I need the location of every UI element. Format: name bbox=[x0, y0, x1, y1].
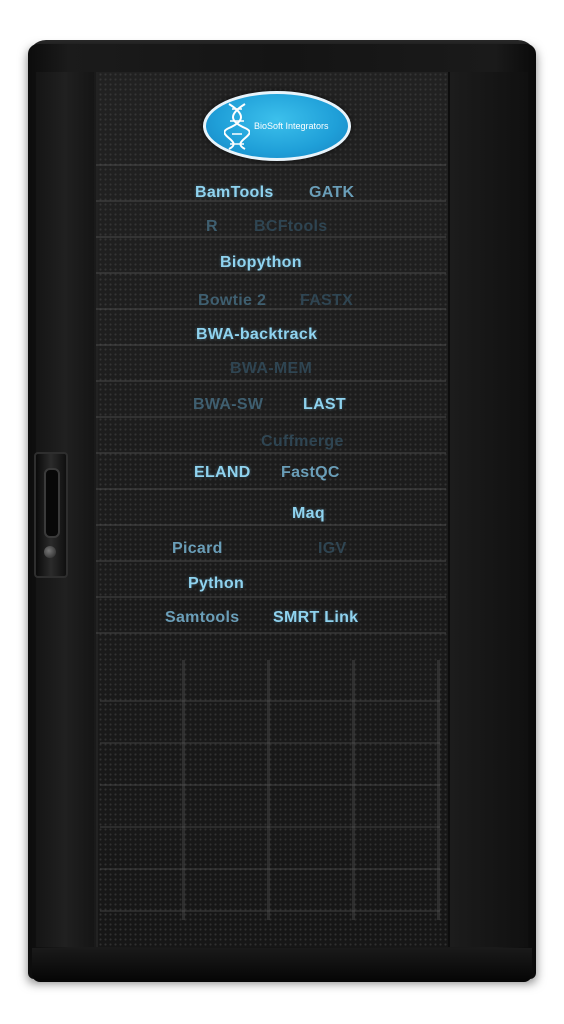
tool-label: Maq bbox=[292, 505, 325, 522]
tool-label: BamTools bbox=[195, 184, 274, 201]
tool-label: BCFtools bbox=[254, 218, 328, 235]
dna-helix-icon bbox=[224, 103, 250, 150]
cabinet-right-frame bbox=[450, 72, 528, 947]
tool-label: IGV bbox=[318, 540, 347, 557]
handle-grip bbox=[44, 468, 60, 538]
tool-label: Picard bbox=[172, 540, 223, 557]
tool-label: SMRT Link bbox=[273, 609, 359, 626]
tool-label: GATK bbox=[309, 184, 355, 201]
tool-label: BWA-SW bbox=[193, 396, 264, 413]
tool-label: Samtools bbox=[165, 609, 240, 626]
door-handle[interactable] bbox=[34, 452, 68, 578]
tool-label: Bowtie 2 bbox=[198, 292, 267, 309]
tool-label: Biopython bbox=[220, 254, 302, 271]
tool-label: LAST bbox=[303, 396, 346, 413]
tool-label: BWA-MEM bbox=[230, 360, 313, 377]
tool-label: Cuffmerge bbox=[261, 433, 344, 450]
logo-text: BioSoft Integrators bbox=[254, 121, 329, 131]
lock-icon bbox=[44, 546, 56, 558]
biosoft-logo: BioSoft Integrators bbox=[203, 91, 351, 161]
tool-label: FASTX bbox=[300, 292, 354, 309]
tool-label: Python bbox=[188, 575, 245, 592]
tool-label: R bbox=[206, 218, 218, 235]
perforated-door bbox=[96, 72, 450, 947]
tool-label: ELAND bbox=[194, 464, 251, 481]
cabinet-base bbox=[32, 948, 532, 982]
tool-label: FastQC bbox=[281, 464, 340, 481]
tool-label: BWA-backtrack bbox=[196, 326, 318, 343]
